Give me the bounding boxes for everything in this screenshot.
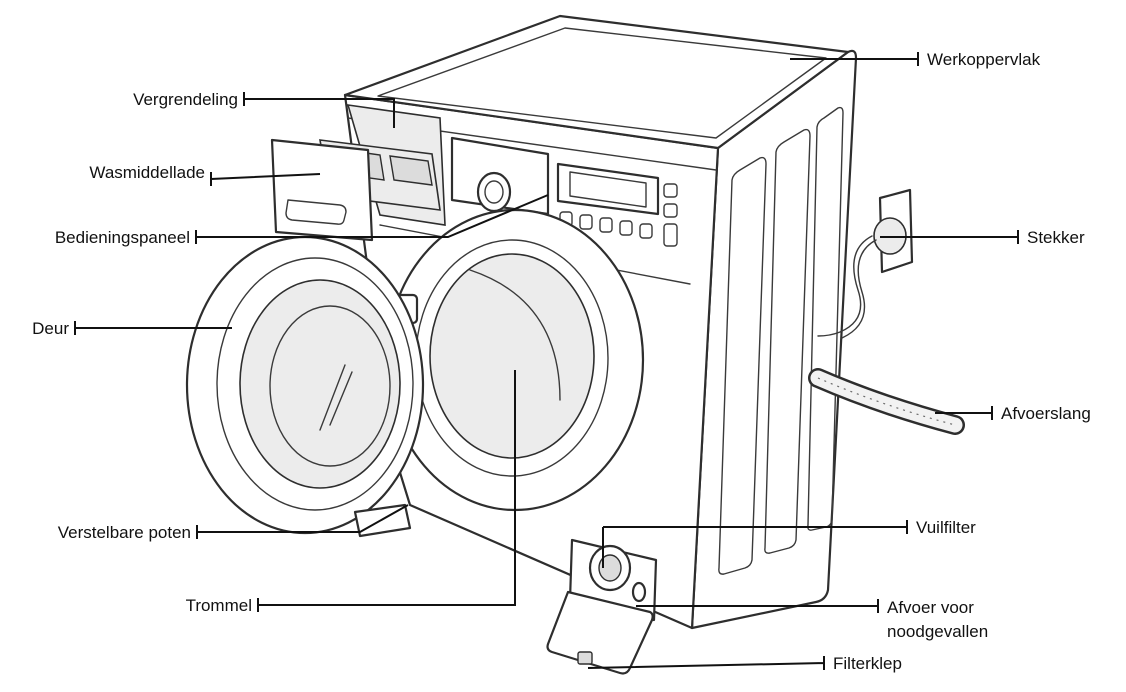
program-knob — [476, 171, 512, 213]
side-groove-2 — [764, 128, 811, 554]
label-werkoppervlak: Werkoppervlak — [927, 50, 1041, 69]
panel-button-3 — [599, 217, 613, 233]
panel-button-2 — [579, 214, 593, 230]
door-glass-inner — [269, 305, 391, 467]
door-glass-highlight — [319, 364, 346, 431]
filter-cover — [546, 590, 654, 675]
label-afvoerslang: Afvoerslang — [1001, 404, 1091, 423]
panel-button-8 — [663, 223, 678, 247]
lcd-inner — [569, 171, 647, 208]
filter-cover-tab — [577, 651, 593, 665]
label-vergrendeling: Vergrendeling — [133, 90, 238, 109]
door-glass — [239, 279, 401, 489]
program-knob-inner — [484, 180, 504, 204]
label-bedieningspaneel: Bedieningspaneel — [55, 228, 190, 247]
panel-button-7 — [663, 203, 678, 218]
panel-button-5 — [639, 223, 653, 239]
callout-lines — [74, 52, 1019, 670]
power-cord — [817, 235, 873, 337]
callout-labels: Werkoppervlak Vergrendeling Wasmiddellad… — [32, 50, 1091, 673]
side-groove-1 — [718, 156, 767, 575]
washing-machine-illustration — [185, 14, 965, 675]
lcd-display — [556, 162, 660, 216]
label-afvoer-line1: Afvoer voor — [887, 598, 974, 617]
drain-hose-ribs — [817, 377, 956, 426]
debris-filter-cap-inner — [598, 554, 622, 582]
label-filterklep: Filterklep — [833, 654, 902, 673]
door-glass-highlight-2 — [329, 371, 353, 426]
label-verstelbare-poten: Verstelbare poten — [58, 523, 191, 542]
detergent-drawer-handle — [285, 199, 347, 225]
drum — [429, 253, 595, 459]
label-trommel: Trommel — [186, 596, 252, 615]
label-stekker: Stekker — [1027, 228, 1085, 247]
emergency-drain-tube — [631, 581, 647, 603]
label-afvoer-line2: noodgevallen — [887, 622, 988, 641]
power-cord-2 — [841, 239, 877, 339]
detergent-drawer-front — [270, 138, 374, 242]
drum-shading — [469, 269, 561, 401]
detergent-compartment-2 — [389, 155, 433, 186]
label-vuilfilter: Vuilfilter — [916, 518, 976, 537]
door-ring-2 — [216, 257, 414, 511]
label-wasmiddellade: Wasmiddellade — [89, 163, 205, 182]
machine-top — [343, 14, 850, 150]
panel-button-4 — [619, 220, 633, 236]
label-deur: Deur — [32, 319, 69, 338]
panel-button-6 — [663, 183, 678, 198]
